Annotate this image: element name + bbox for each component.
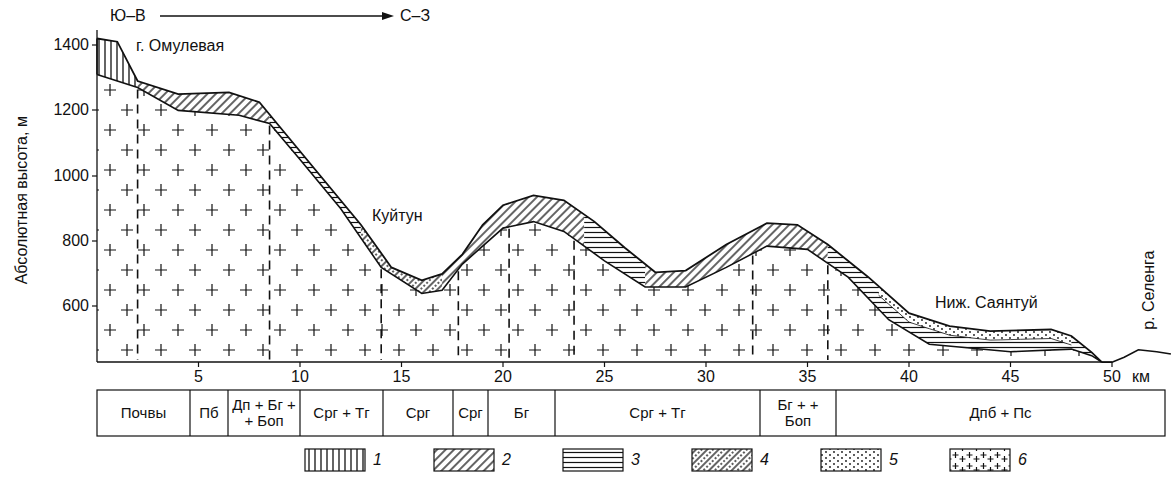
tick-label: 1400 xyxy=(53,36,89,54)
rock-boundary xyxy=(827,265,829,360)
direction-arrow xyxy=(160,15,386,16)
tick-label: 10 xyxy=(291,368,309,386)
axis-unit: км xyxy=(1132,368,1150,386)
granite-bedrock xyxy=(97,74,1102,362)
table-cell: Срг xyxy=(386,391,450,435)
rock-boundary xyxy=(380,269,382,360)
place-name: г. Омулевая xyxy=(136,37,224,55)
tick-label: 40 xyxy=(900,368,918,386)
river-name: р. Селенга xyxy=(1141,250,1159,329)
table-cell: Почвы xyxy=(100,391,187,435)
x-tick xyxy=(807,362,808,367)
x-tick xyxy=(908,362,909,367)
x-tick xyxy=(604,362,605,367)
legend-number: 2 xyxy=(502,451,511,469)
tick-label: 45 xyxy=(1002,368,1020,386)
direction-label: Ю–В xyxy=(110,7,146,25)
tick-label: 30 xyxy=(697,368,715,386)
x-axis xyxy=(97,361,1112,362)
sand-band xyxy=(879,286,1072,345)
tick-label: 5 xyxy=(194,368,203,386)
rock-boundary xyxy=(458,271,460,360)
x-tick xyxy=(299,362,300,367)
arrow-head xyxy=(382,12,394,20)
tick-label: 600 xyxy=(62,297,89,315)
rock-boundary xyxy=(269,125,271,360)
river-bank xyxy=(1102,350,1171,362)
rock-boundary xyxy=(752,256,754,360)
table-cell: Дп + Бг + + Боп xyxy=(227,391,301,435)
legend-swatch xyxy=(563,449,623,471)
x-tick xyxy=(198,362,199,367)
table-cell: Бг + + Боп xyxy=(774,391,822,435)
tick-label: 800 xyxy=(62,232,89,250)
soil-hatch xyxy=(584,0,645,400)
table-divider xyxy=(189,390,190,436)
legend-number: 4 xyxy=(760,451,769,469)
direction-label: С–З xyxy=(400,7,430,25)
table-cell: Срг + Тг xyxy=(558,391,757,435)
y-ticks xyxy=(92,45,97,306)
table-cell: Срг + Тг xyxy=(303,391,380,435)
soil-hatch xyxy=(828,0,1104,400)
soil-hatch xyxy=(361,0,442,400)
legend-swatch xyxy=(692,449,752,471)
table-divider xyxy=(299,390,300,436)
table-divider xyxy=(452,390,453,436)
legend-number: 6 xyxy=(1018,451,1027,469)
place-name: Куйтун xyxy=(372,207,423,225)
soil-hatch xyxy=(97,0,138,400)
rock-boundary xyxy=(573,241,575,360)
legend-swatch xyxy=(950,449,1010,471)
legend-swatch xyxy=(305,449,365,471)
bedrock-line xyxy=(97,74,1102,362)
x-tick xyxy=(1111,362,1112,367)
table-divider xyxy=(487,390,488,436)
rock-boundary xyxy=(508,229,510,360)
legend-swatch xyxy=(434,449,494,471)
tick-label: 50 xyxy=(1103,368,1121,386)
x-tick xyxy=(502,362,503,367)
table-divider xyxy=(759,390,760,436)
x-tick xyxy=(705,362,706,367)
table-cell: Срг xyxy=(456,391,485,435)
soil-hatch xyxy=(138,0,270,400)
soil-cover xyxy=(97,39,1102,363)
tick-label: 25 xyxy=(596,368,614,386)
legend-swatch xyxy=(821,449,881,471)
rock-boundary xyxy=(137,90,139,360)
table-divider xyxy=(382,390,383,436)
tick-label: 15 xyxy=(393,368,411,386)
legend-number: 5 xyxy=(889,451,898,469)
tick-label: 20 xyxy=(494,368,512,386)
x-tick xyxy=(401,362,402,367)
table-divider xyxy=(835,390,836,436)
table-divider xyxy=(554,390,555,436)
tick-label: 35 xyxy=(799,368,817,386)
tick-label: 1000 xyxy=(53,167,89,185)
table-frame xyxy=(97,390,1165,436)
place-name: Ниж. Саянтуй xyxy=(935,294,1038,312)
table-divider xyxy=(227,390,228,436)
table-cell: Бг xyxy=(491,391,552,435)
table-cell: Пб xyxy=(193,391,225,435)
legend-number: 3 xyxy=(631,451,640,469)
soil-hatch xyxy=(270,0,361,400)
axis-title: Абсолютная высота, м xyxy=(13,116,31,284)
surface-line xyxy=(97,39,1102,363)
tick-label: 1200 xyxy=(53,101,89,119)
table-grid xyxy=(97,390,1165,436)
soil-hatch xyxy=(645,0,828,400)
legend-number: 1 xyxy=(373,451,382,469)
y-axis xyxy=(96,30,97,362)
x-tick xyxy=(1010,362,1011,367)
table-cell: Дпб + Пс xyxy=(839,391,1162,435)
